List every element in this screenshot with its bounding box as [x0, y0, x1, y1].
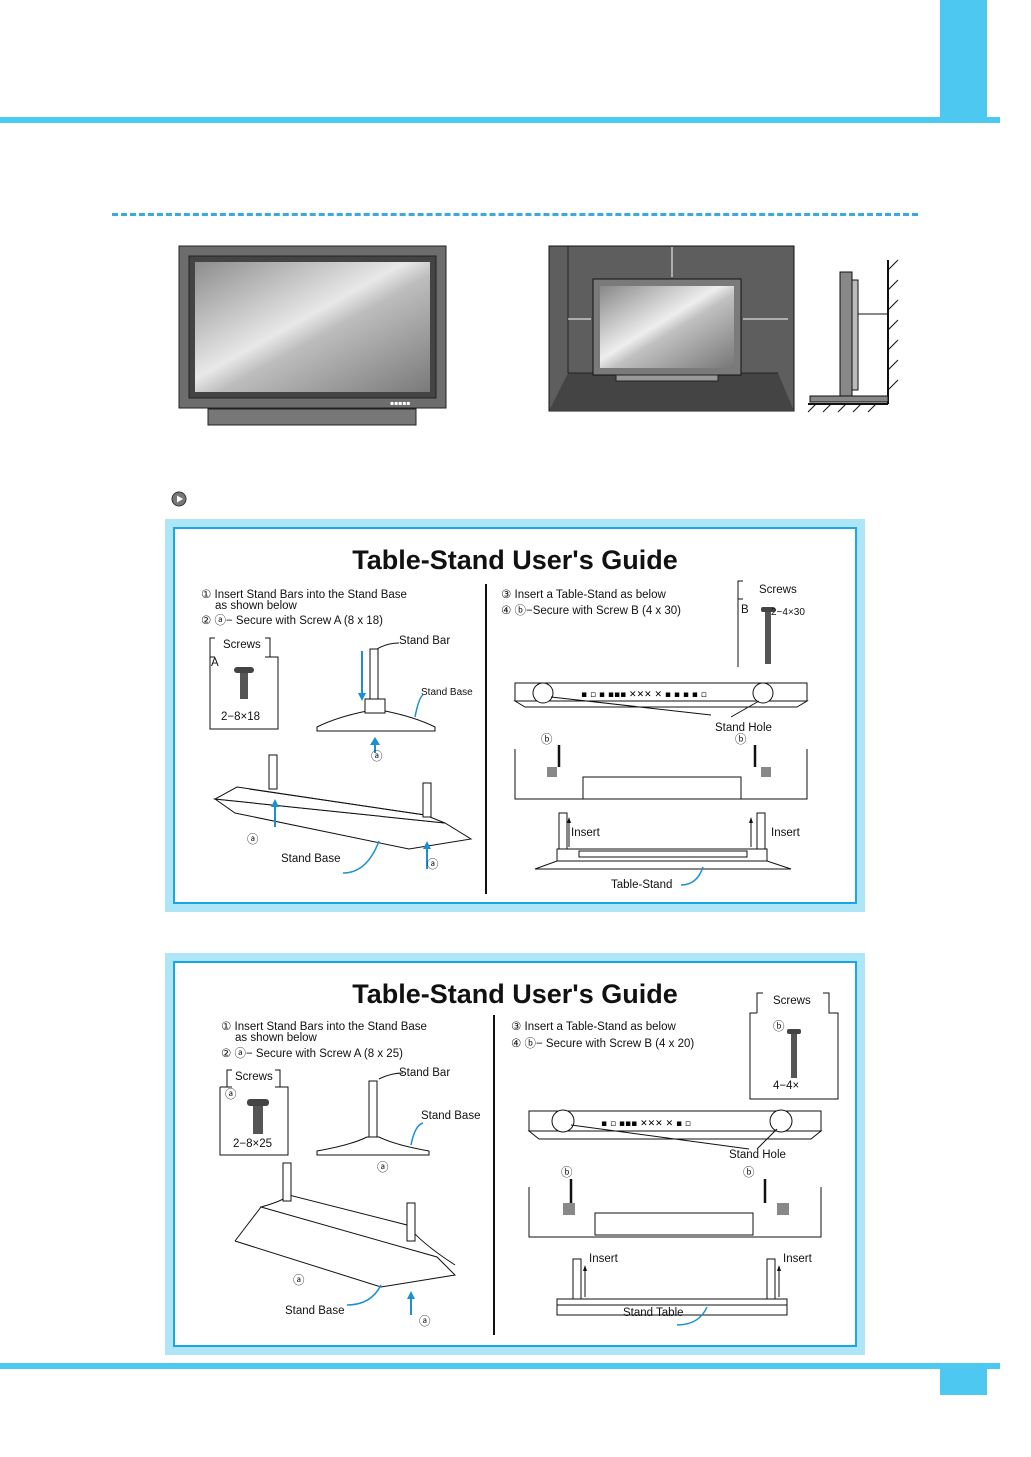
- wall-clearance-illustration: [548, 245, 795, 412]
- guide-title: Table-Stand User's Guide: [352, 545, 678, 575]
- stand-hole-label: Stand Hole: [715, 722, 772, 734]
- step-1-text: ① Insert Stand Bars into the Stand Base: [221, 1021, 427, 1033]
- insert-right-label: Insert: [771, 827, 800, 839]
- column-divider: [493, 1015, 495, 1335]
- screws-a-letter: ⓐ: [225, 1089, 237, 1101]
- screws-b-letter: ⓑ: [773, 1021, 785, 1033]
- stand-bar-label: Stand Bar: [399, 635, 451, 647]
- mark-b-right: ⓑ: [743, 1167, 755, 1179]
- svg-text:▪ ▫ ▪ ▪▪▪ ✕✕✕ ✕ ▪ ▪ ▪ ▪ ▫: ▪ ▫ ▪ ▪▪▪ ✕✕✕ ✕ ▪ ▪ ▪ ▪ ▫: [581, 690, 707, 700]
- screws-a-letter: A: [211, 657, 219, 669]
- section-divider: [112, 213, 918, 216]
- header-rule: [0, 117, 1000, 123]
- play-bullet-icon: [171, 491, 187, 507]
- mark-a-2: ⓐ: [293, 1275, 305, 1287]
- stand-base-small-label: Stand Base: [421, 687, 473, 698]
- guide-title: Table-Stand User's Guide: [352, 979, 678, 1009]
- insert-left-label: Insert: [571, 827, 600, 839]
- step-4-text: ④ ⓑ−Secure with Screw B (4 x 30): [501, 605, 681, 617]
- table-stand-guide-2: Table-Stand User's Guide ① Insert Stand …: [165, 953, 865, 1355]
- step-3-text: ③ Insert a Table-Stand as below: [501, 589, 666, 601]
- mark-a-2: ⓐ: [247, 834, 259, 846]
- mark-b-left: ⓑ: [541, 734, 553, 746]
- tv-bottom-stand-holes: ▪ ▫ ▪ ▪▪▪ ✕✕✕ ✕ ▪ ▪ ▪ ▪ ▫: [513, 682, 809, 718]
- stand-base-large: [234, 1162, 457, 1315]
- page-tab-top: [940, 0, 987, 123]
- stand-base-label: Stand Base: [285, 1305, 345, 1317]
- insert-left-label: Insert: [589, 1253, 618, 1265]
- screws-b-label: Screws: [773, 995, 811, 1007]
- screw-b-box: [749, 992, 839, 1100]
- screws-a-label: Screws: [235, 1071, 273, 1083]
- stand-base-label: Stand Base: [281, 853, 341, 865]
- step-2-text: ② ⓐ− Secure with Screw A (8 x 25): [221, 1048, 403, 1060]
- screws-b-letter: B: [741, 604, 749, 616]
- tv-bottom-stand-holes: ▪ ▫ ▪▪▪ ✕✕✕ ✕ ▪ ▫: [527, 1109, 823, 1150]
- screws-a-spec: 2−8×18: [221, 711, 261, 723]
- mark-a-1: ⓐ: [377, 1162, 389, 1174]
- step-3-text: ③ Insert a Table-Stand as below: [511, 1021, 676, 1033]
- stand-base-small-label: Stand Base: [421, 1110, 481, 1122]
- mark-a-3: ⓐ: [427, 859, 439, 871]
- screws-b-spec: 2−4×30: [771, 607, 805, 618]
- step-1-text: ① Insert Stand Bars into the Stand Base: [201, 589, 407, 601]
- stand-base-large: [213, 754, 473, 874]
- table-stand-label: Table-Stand: [611, 879, 673, 891]
- step-4-text: ④ ⓑ− Secure with Screw B (4 x 20): [511, 1038, 695, 1050]
- screws-a-label: Screws: [223, 639, 261, 651]
- screws-b-spec: 4−4×: [773, 1080, 800, 1092]
- tv-rear-with-stand: [528, 1179, 822, 1326]
- screw-a-box: [219, 1069, 289, 1156]
- svg-text:▪▪▪▪▪: ▪▪▪▪▪: [390, 400, 410, 407]
- table-stand-label: Stand Table: [623, 1307, 684, 1319]
- table-stand-guide-1: Table-Stand User's Guide ① Insert Stand …: [165, 519, 865, 912]
- insert-right-label: Insert: [783, 1253, 812, 1265]
- screw-b-box: [737, 580, 775, 667]
- step-1-subtext: as shown below: [235, 1032, 317, 1044]
- step-1-subtext: as shown below: [215, 600, 297, 612]
- tv-front-illustration: ▪▪▪▪▪: [178, 245, 447, 426]
- stand-bar-base-small: [316, 642, 436, 753]
- screw-a-box: [209, 637, 279, 730]
- footer-rule: [0, 1363, 1000, 1369]
- mark-b-right: ⓑ: [735, 734, 747, 746]
- svg-text:▪ ▫ ▪▪▪ ✕✕✕ ✕ ▪ ▫: ▪ ▫ ▪▪▪ ✕✕✕ ✕ ▪ ▫: [601, 1119, 691, 1129]
- mark-a-1: ⓐ: [371, 751, 383, 763]
- side-clearance-illustration: [807, 259, 899, 413]
- stand-bar-base-small: [316, 1072, 430, 1156]
- stand-hole-label: Stand Hole: [729, 1149, 786, 1161]
- tv-rear-with-stand: [514, 745, 808, 886]
- step-2-text: ② ⓐ− Secure with Screw A (8 x 18): [201, 615, 383, 627]
- mark-b-left: ⓑ: [561, 1167, 573, 1179]
- screws-a-spec: 2−8×25: [233, 1138, 273, 1150]
- screws-b-label: Screws: [759, 584, 797, 596]
- column-divider: [485, 584, 487, 894]
- page-tab-bottom: [940, 1363, 987, 1395]
- mark-a-3: ⓐ: [419, 1316, 431, 1328]
- stand-bar-label: Stand Bar: [399, 1067, 451, 1079]
